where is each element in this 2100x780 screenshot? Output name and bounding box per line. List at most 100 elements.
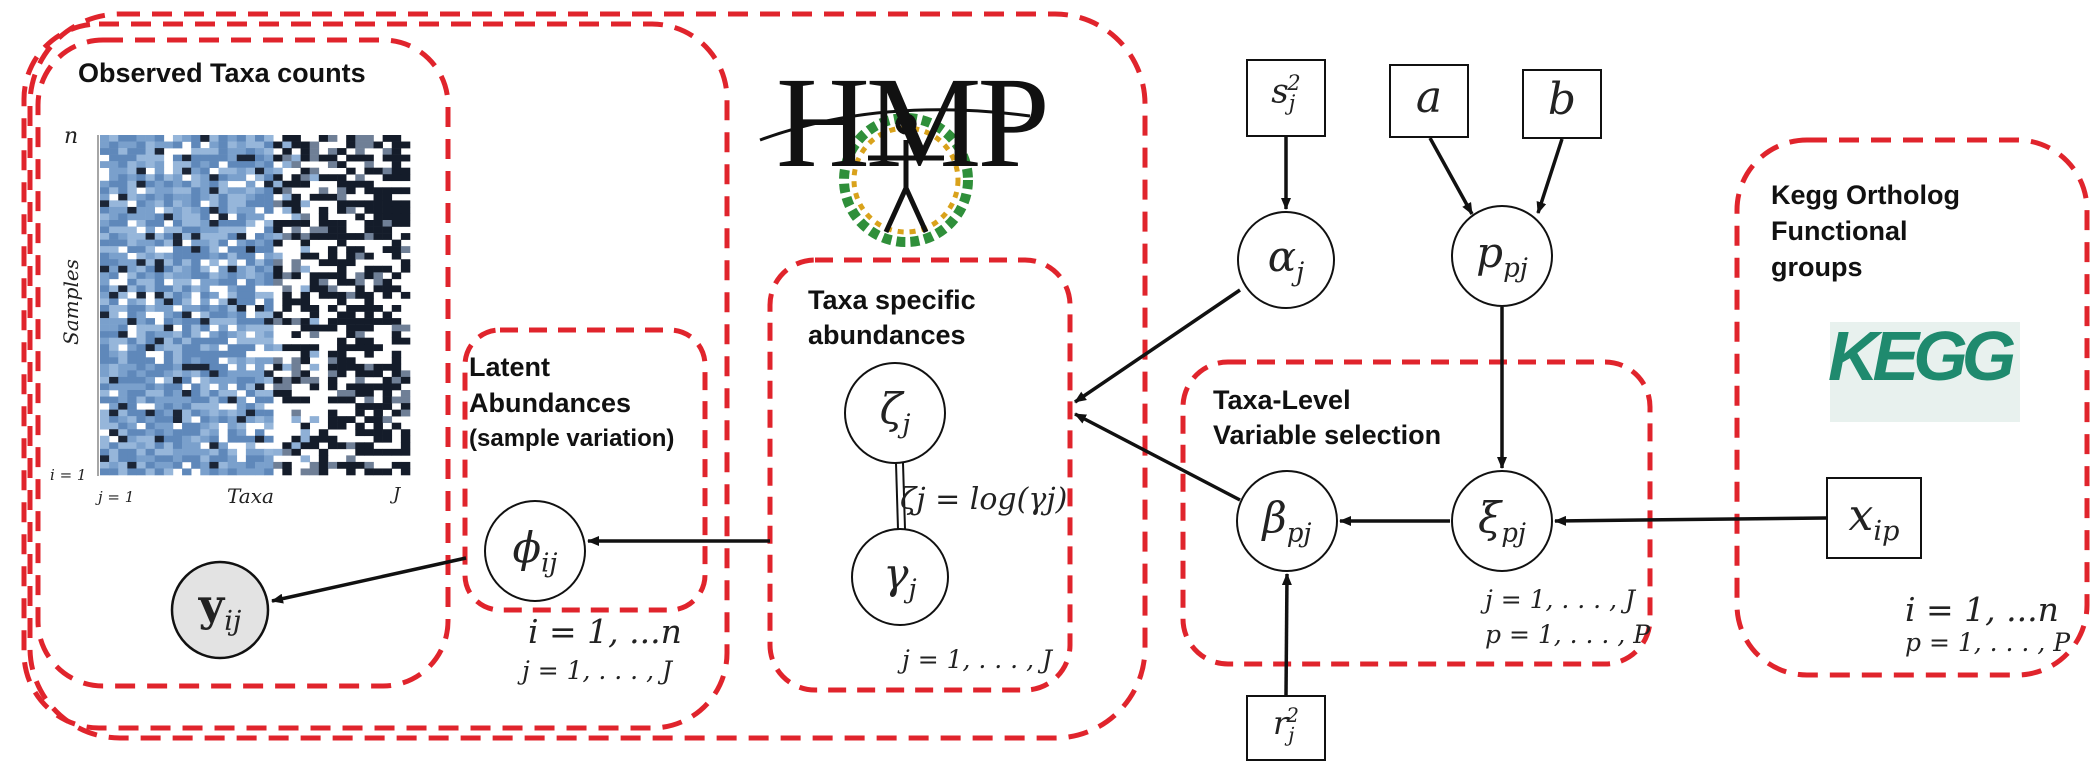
heatmap-cell — [136, 357, 146, 365]
heatmap-cell — [118, 403, 128, 410]
heatmap-cell — [136, 252, 146, 260]
heatmap-cell — [136, 363, 146, 371]
heatmap-cell — [136, 220, 146, 227]
heatmap-cell — [218, 311, 228, 319]
heatmap-cell — [273, 272, 283, 280]
heatmap-cell — [236, 311, 247, 319]
heatmap-cell — [172, 390, 183, 397]
heatmap-cell — [264, 461, 274, 469]
heatmap-cell — [327, 233, 338, 240]
heatmap-cell — [163, 265, 174, 273]
heatmap-cell — [163, 429, 174, 437]
heatmap-cell — [209, 154, 219, 162]
heatmap-cell — [172, 396, 183, 404]
heatmap-cell — [327, 135, 338, 142]
heatmap-cell — [255, 259, 265, 267]
heatmap-cell — [200, 396, 210, 404]
heatmap-cell — [355, 390, 365, 397]
heatmap-cell — [400, 435, 411, 443]
heatmap-cell — [236, 403, 247, 410]
heatmap-cell — [191, 350, 201, 358]
heatmap-cell — [309, 174, 320, 182]
heatmap-cell — [136, 161, 146, 168]
heatmap-cell — [109, 226, 119, 234]
heatmap-cell — [364, 220, 374, 227]
heatmap-cell — [236, 226, 247, 234]
heatmap-cell — [400, 154, 411, 162]
heatmap-cell — [236, 468, 247, 476]
heatmap-cell — [255, 409, 265, 417]
heatmap-cell — [136, 233, 146, 240]
heatmap-cell — [172, 161, 183, 168]
heatmap-cell — [382, 233, 393, 240]
hmp-logo-text: HMP — [776, 51, 1050, 195]
hmp-plate-middle — [21, 21, 730, 731]
heatmap-cell — [318, 187, 329, 195]
heatmap-cell — [400, 442, 411, 450]
heatmap-cell — [309, 435, 320, 443]
heatmap-cell — [145, 383, 156, 391]
heatmap-cell — [227, 278, 238, 286]
heatmap-cell — [127, 429, 137, 437]
heatmap-cell — [236, 370, 247, 378]
heatmap-cell — [172, 220, 183, 227]
heatmap-cell — [255, 213, 265, 221]
heatmap-cell — [154, 442, 165, 450]
heatmap-cell — [136, 246, 146, 253]
heatmap-cell — [391, 363, 402, 371]
heatmap-cell — [218, 193, 228, 201]
heatmap-cell — [346, 455, 356, 463]
heatmap-cell — [127, 285, 137, 293]
heatmap-cell — [109, 455, 119, 463]
heatmap-cell — [218, 337, 228, 345]
heatmap-cell — [273, 141, 283, 149]
heatmap-y-axis-label: Samples — [58, 259, 83, 345]
heatmap-cell — [300, 141, 311, 149]
heatmap-cell — [391, 383, 402, 391]
heatmap-cell — [327, 435, 338, 443]
heatmap-cell — [355, 376, 365, 384]
heatmap-cell — [136, 278, 146, 286]
heatmap-cell — [191, 331, 201, 338]
heatmap-cell — [154, 448, 165, 456]
heatmap-cell — [282, 305, 292, 312]
heatmap-cell — [136, 167, 146, 175]
heatmap-cell — [282, 233, 292, 240]
heatmap-cell — [382, 148, 393, 155]
heatmap-cell — [145, 305, 156, 312]
heatmap-cell — [127, 435, 137, 443]
heatmap-cell — [127, 442, 137, 450]
heatmap-cell — [227, 174, 238, 182]
heatmap-cell — [245, 455, 256, 463]
heatmap-cell — [100, 442, 110, 450]
heatmap-cell — [391, 246, 402, 253]
heatmap-cell — [100, 363, 110, 371]
heatmap-cell — [318, 213, 329, 221]
heatmap-cell — [245, 416, 256, 423]
heatmap-cell — [382, 265, 393, 273]
heatmap-cell — [154, 161, 165, 168]
heatmap-cell — [145, 161, 156, 168]
heatmap-cell — [100, 220, 110, 227]
heatmap-cell — [337, 311, 347, 319]
heatmap-cell — [227, 350, 238, 358]
heatmap-cell — [109, 252, 119, 260]
heatmap-cell — [245, 357, 256, 365]
heatmap-cell — [255, 376, 265, 384]
heatmap-cell — [172, 233, 183, 240]
heatmap-cell — [337, 318, 347, 325]
heatmap-cell — [200, 174, 210, 182]
heatmap-cell — [382, 167, 393, 175]
heatmap-cell — [218, 213, 228, 221]
heatmap-cell — [337, 422, 347, 430]
heatmap-cell — [382, 429, 393, 437]
heatmap-cell — [327, 396, 338, 404]
heatmap-cell — [200, 265, 210, 273]
heatmap-cell — [282, 448, 292, 456]
heatmap-cell — [118, 305, 128, 312]
heatmap-cell — [273, 252, 283, 260]
heatmap-cell — [227, 390, 238, 397]
heatmap-cell — [400, 324, 411, 332]
heatmap-cell — [163, 174, 174, 182]
heatmap-cell — [136, 239, 146, 247]
